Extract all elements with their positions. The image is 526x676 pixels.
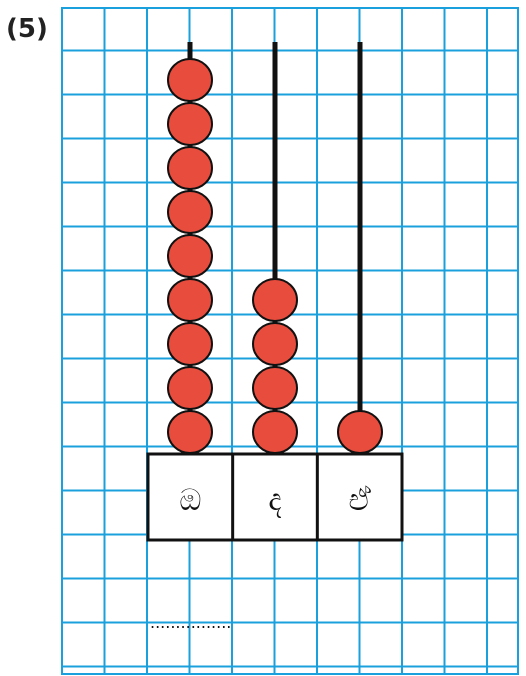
abacus-bead bbox=[168, 279, 212, 321]
abacus-bead bbox=[168, 59, 212, 101]
place-label-single: ඒ bbox=[348, 483, 371, 518]
abacus-bead bbox=[253, 411, 297, 453]
abacus-bead bbox=[253, 367, 297, 409]
abacus-bead bbox=[168, 323, 212, 365]
abacus-bead bbox=[338, 411, 382, 453]
abacus-bead bbox=[168, 411, 212, 453]
place-label-units: ද bbox=[268, 483, 281, 518]
abacus-bead bbox=[168, 147, 212, 189]
place-label-tens: ඔ bbox=[179, 483, 201, 518]
abacus-bead bbox=[168, 103, 212, 145]
abacus-bead bbox=[168, 191, 212, 233]
answer-blank: ................ bbox=[150, 613, 231, 632]
abacus-bead bbox=[168, 235, 212, 277]
abacus-bead bbox=[253, 279, 297, 321]
abacus-bead bbox=[253, 323, 297, 365]
abacus-bead bbox=[168, 367, 212, 409]
